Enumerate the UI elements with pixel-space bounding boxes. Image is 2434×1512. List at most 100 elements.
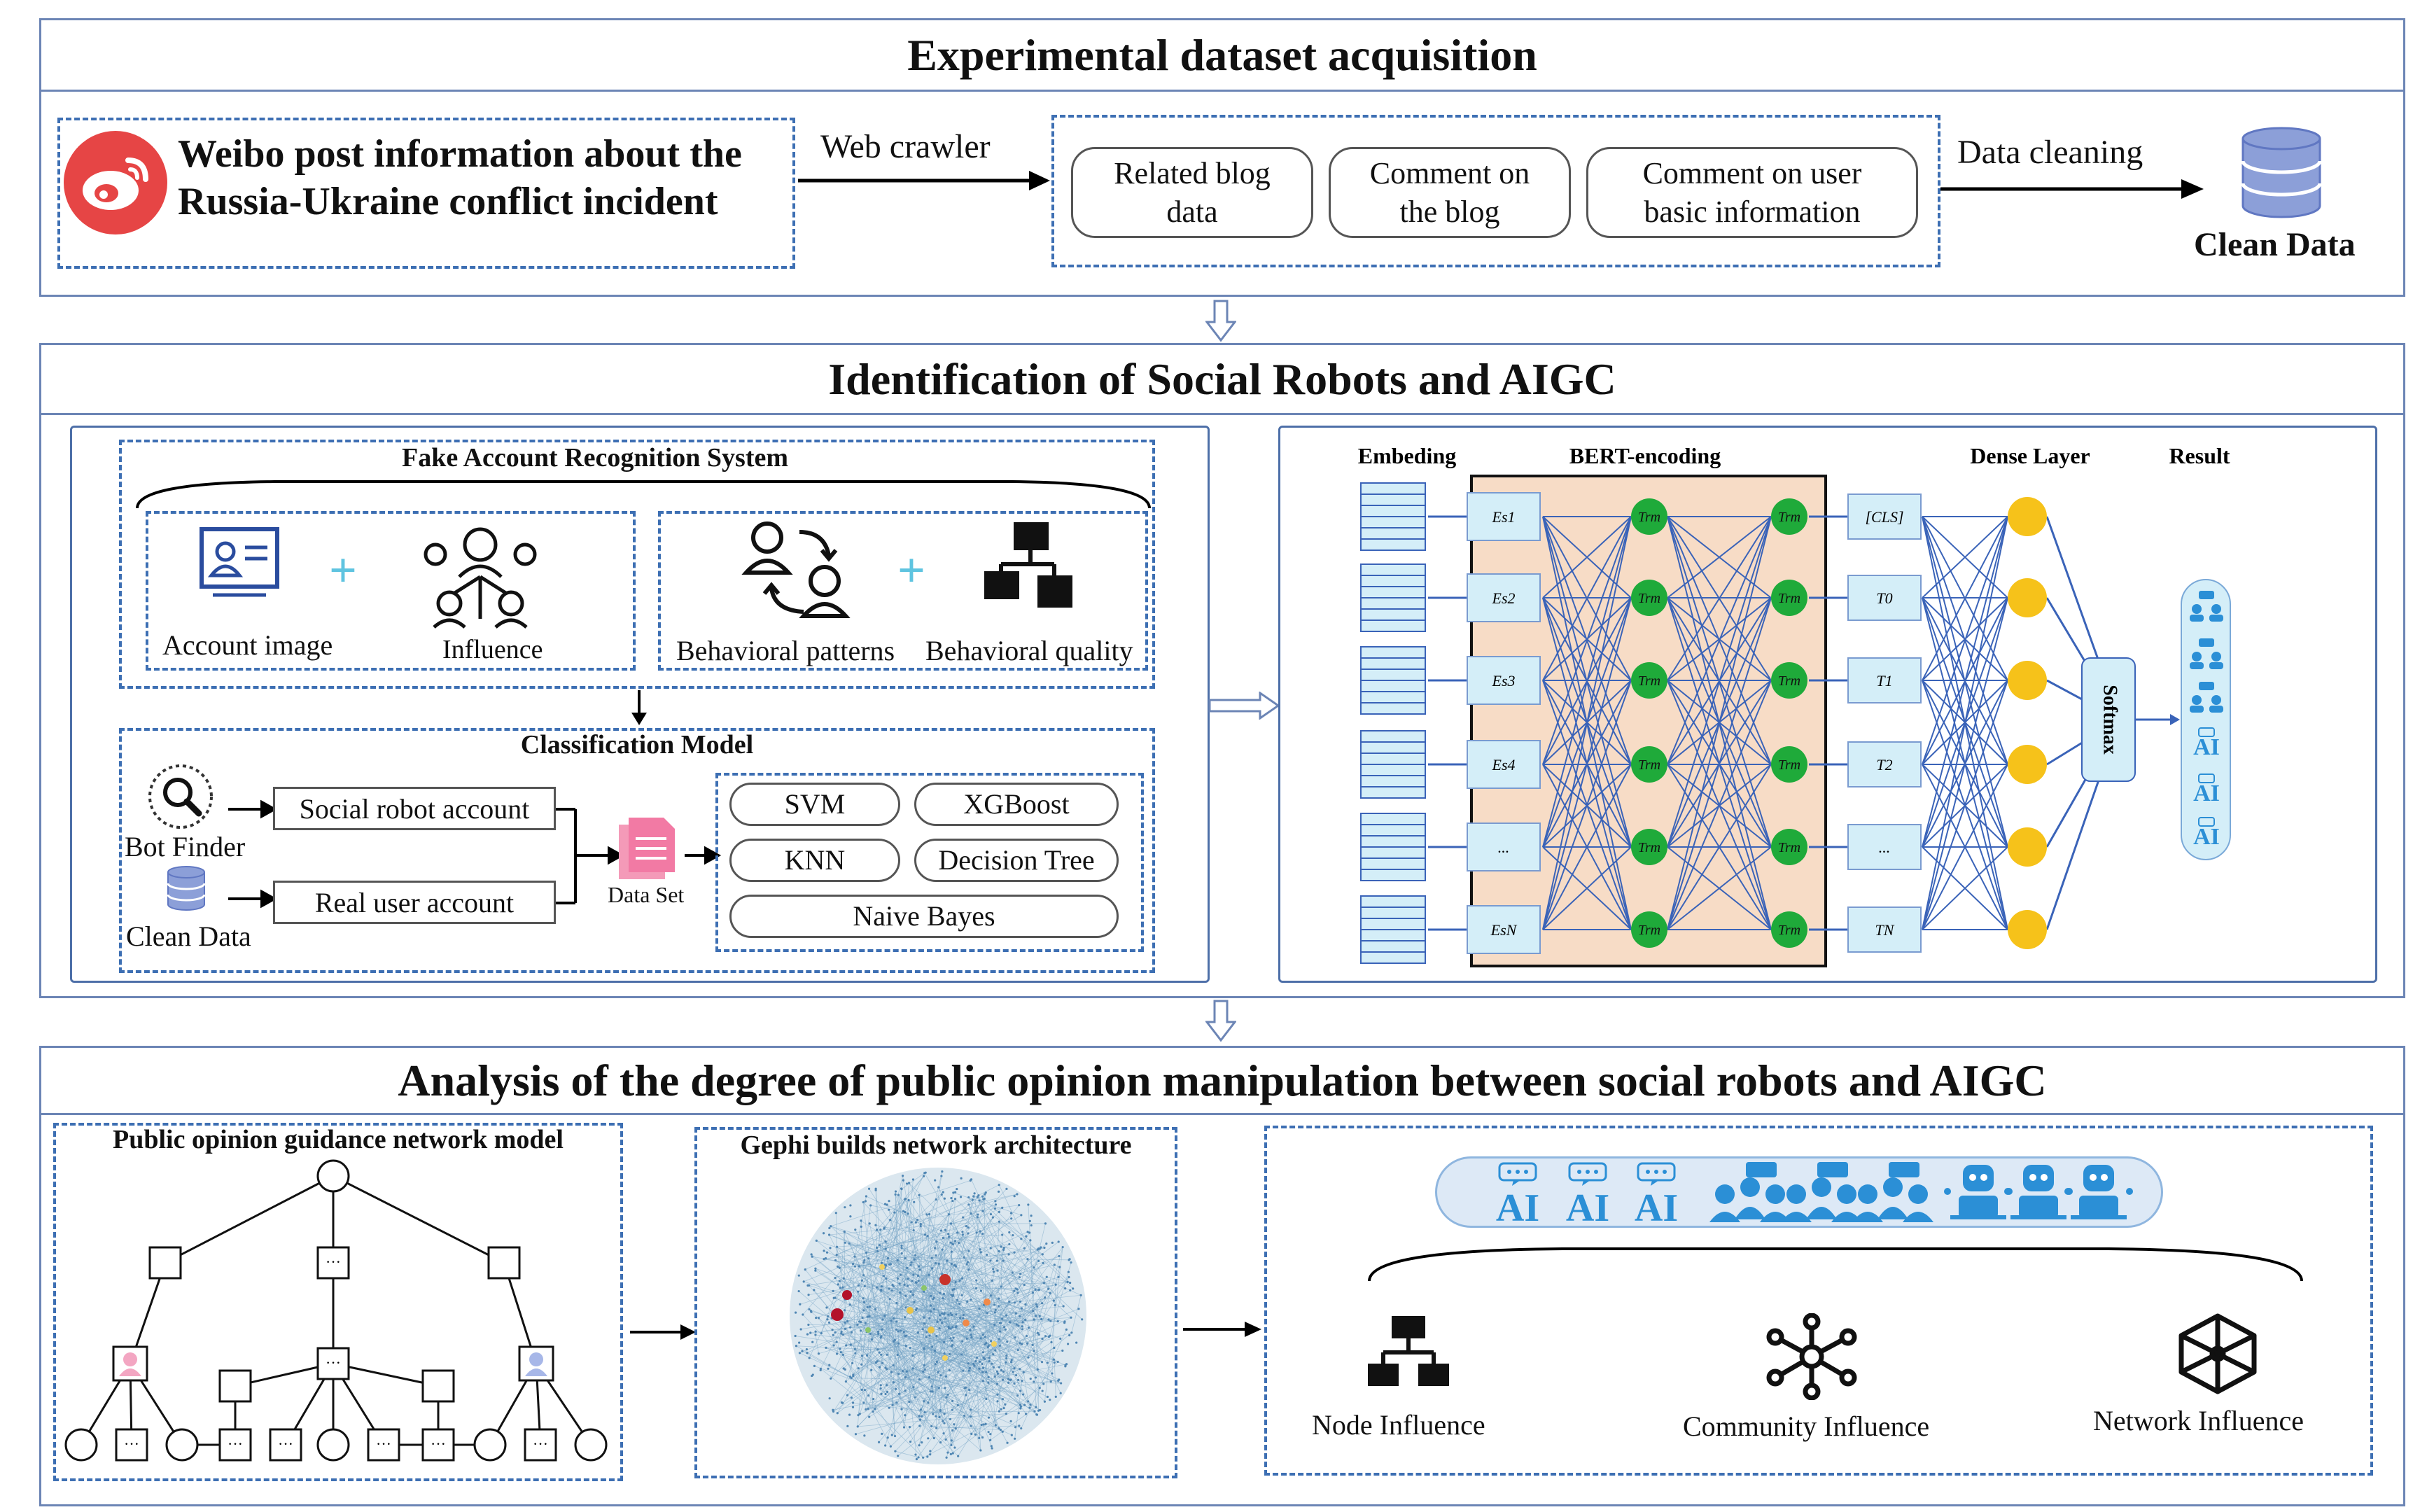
transformer-node bbox=[1771, 911, 1807, 948]
network-nodes bbox=[794, 1170, 1084, 1461]
naive-bayes-model: Naive Bayes bbox=[729, 895, 1119, 938]
highlighted-node bbox=[984, 1298, 991, 1306]
embedding-token-label: Es1 bbox=[1492, 508, 1516, 526]
user-group-icon bbox=[1781, 1162, 1862, 1222]
tree-leaf-square bbox=[115, 1428, 148, 1462]
ai-icon: AI bbox=[1496, 1162, 1539, 1228]
influence-brace bbox=[1368, 1247, 2303, 1282]
tree-ellipsis: ··· bbox=[326, 1354, 341, 1371]
tree-edge bbox=[165, 1175, 334, 1264]
tree-leaf-circle bbox=[165, 1428, 199, 1462]
user-group-icon bbox=[1852, 1162, 1933, 1222]
network-influence-label: Network Influence bbox=[2093, 1405, 2304, 1436]
transformer-node bbox=[1631, 662, 1667, 699]
decision-tree-model: Decision Tree bbox=[914, 839, 1119, 882]
plus-icon: + bbox=[897, 544, 925, 598]
tree-square-node bbox=[316, 1347, 350, 1380]
transformer-node bbox=[1631, 580, 1667, 616]
embedding-vector bbox=[1360, 482, 1426, 551]
tree-leaf-circle bbox=[574, 1428, 608, 1462]
output-token-label: [CLS] bbox=[1865, 508, 1903, 526]
embedding-vector bbox=[1360, 564, 1426, 632]
tree-square-node bbox=[421, 1369, 455, 1403]
output-token-label: ... bbox=[1879, 839, 1891, 856]
behavioral-patterns-icon bbox=[741, 522, 851, 618]
connection bbox=[1922, 516, 2008, 598]
dense-neuron bbox=[2008, 578, 2047, 617]
trm-label: Trm bbox=[1778, 923, 1800, 938]
database-icon bbox=[2241, 127, 2322, 218]
community-influence-label: Community Influence bbox=[1683, 1410, 1930, 1442]
tree-edge bbox=[333, 1175, 505, 1264]
trm-label: Trm bbox=[1638, 673, 1660, 689]
avatar-node bbox=[112, 1345, 148, 1382]
connection bbox=[1542, 516, 1632, 681]
embedding-token-box bbox=[1467, 822, 1541, 872]
trm-label: Trm bbox=[1638, 923, 1660, 938]
connection bbox=[1922, 597, 2008, 930]
result-label: Result bbox=[2169, 443, 2230, 468]
behavioral-patterns-label: Behavioral patterns bbox=[676, 635, 895, 666]
connection bbox=[1922, 516, 2008, 848]
svm-model: SVM bbox=[729, 783, 900, 826]
svg-text:AI: AI bbox=[1496, 1186, 1539, 1228]
dense-neuron bbox=[2008, 745, 2047, 784]
cleaning-arrow bbox=[1940, 179, 2204, 199]
connection bbox=[1542, 680, 1632, 930]
chat-bubble-icon bbox=[2198, 817, 2215, 827]
behavioral-quality-label: Behavioral quality bbox=[925, 635, 1133, 666]
tree-leaf-square bbox=[218, 1428, 252, 1462]
connection bbox=[1542, 764, 1632, 930]
ai-icon: AI bbox=[2193, 780, 2220, 806]
output-token-box bbox=[1847, 493, 1922, 540]
arrowhead bbox=[2170, 714, 2180, 725]
trm-label: Trm bbox=[1778, 673, 1800, 689]
embedding-token-label: ... bbox=[1498, 839, 1510, 856]
svg-text:AI: AI bbox=[1635, 1186, 1678, 1228]
tree-leaf-circle bbox=[473, 1428, 507, 1462]
dense-layer-label: Dense Layer bbox=[1970, 443, 2090, 468]
connection bbox=[1667, 846, 1772, 930]
tree-square-node bbox=[218, 1369, 252, 1403]
gephi-box bbox=[694, 1127, 1177, 1478]
connection bbox=[1542, 846, 1632, 930]
xgboost-model: XGBoost bbox=[914, 783, 1119, 826]
panel-title: Experimental dataset acquisition bbox=[41, 20, 2403, 92]
tree-ellipsis: ··· bbox=[124, 1435, 139, 1452]
connection bbox=[1542, 516, 1632, 848]
highlighted-node bbox=[842, 1290, 852, 1300]
highlighted-node bbox=[907, 1307, 914, 1314]
data-set-icon bbox=[619, 818, 675, 879]
bert-encoding-block bbox=[1470, 475, 1827, 967]
transformer-node bbox=[1771, 829, 1807, 865]
trm-label: Trm bbox=[1778, 591, 1800, 606]
embedding-token-label: Es2 bbox=[1492, 589, 1516, 607]
box1-line1: Related blog bbox=[1114, 156, 1271, 190]
trm-label: Trm bbox=[1778, 840, 1800, 855]
plus-icon: + bbox=[329, 544, 357, 598]
embedding-vector bbox=[1360, 813, 1426, 881]
robot-icon bbox=[2064, 1165, 2133, 1219]
ai-icon: AI bbox=[2193, 734, 2220, 760]
connection bbox=[1542, 516, 1632, 765]
connection bbox=[1667, 764, 1772, 930]
connection bbox=[1542, 516, 1632, 598]
connection bbox=[1922, 764, 2008, 930]
user-icon bbox=[2190, 591, 2223, 622]
account-influence-box bbox=[146, 511, 636, 671]
tree-ellipsis: ··· bbox=[376, 1435, 391, 1452]
tree-leaf-square bbox=[269, 1428, 302, 1462]
tree-leaf-circle bbox=[64, 1428, 98, 1462]
guidance-tree-diagram: ························ bbox=[64, 1159, 608, 1462]
chat-bubble-icon bbox=[2198, 774, 2215, 783]
panel-title: Identification of Social Robots and AIGC bbox=[41, 345, 2403, 415]
transformer-node bbox=[1631, 911, 1667, 948]
classification-title: Classification Model bbox=[520, 730, 754, 760]
tree-ellipsis: ··· bbox=[228, 1435, 243, 1452]
svg-text:AI: AI bbox=[1566, 1186, 1609, 1228]
highlighted-node bbox=[991, 1341, 997, 1347]
tree-ellipsis: ··· bbox=[278, 1435, 293, 1452]
embedding-vector bbox=[1360, 895, 1426, 964]
